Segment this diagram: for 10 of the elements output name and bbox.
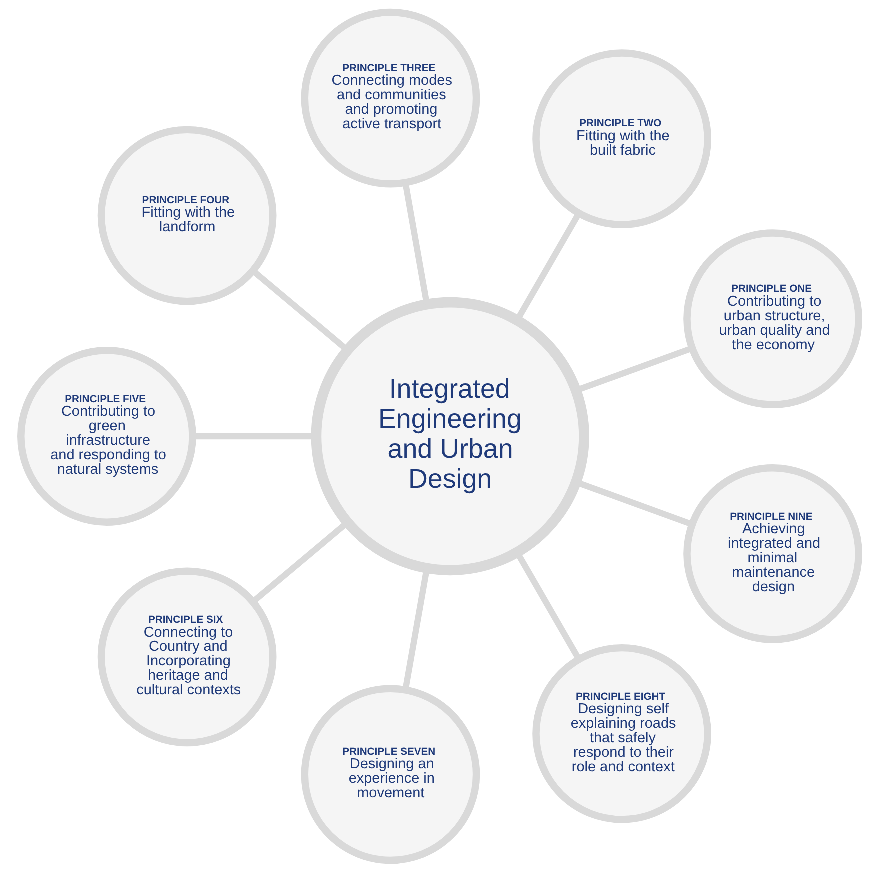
node-circle: PRINCIPLE TWO Fitting with the built fabric	[532, 50, 712, 229]
node-circle: Integrated Engineering and Urban Design	[311, 297, 590, 576]
node-circle: PRINCIPLE SEVEN Designing an experience in movement	[301, 685, 480, 864]
node-circle: PRINCIPLE SIX Connecting to Country and Incorporating heritage and cultural contexts	[98, 568, 277, 747]
node-circle: PRINCIPLE FIVE Contributing to green infrastructure and responding to natural systems	[18, 347, 196, 526]
node-circle: PRINCIPLE ONE Contributing to urban structure, urban quality and the economy	[684, 230, 862, 408]
node-circle: PRINCIPLE THREE Connecting modes and communities and promoting active transport	[301, 8, 480, 188]
node-circle: PRINCIPLE FOUR Fitting with the landform	[98, 126, 277, 306]
node-circle: PRINCIPLE NINE Achieving integrated and minimal maintenance design	[684, 464, 862, 644]
node-circle: PRINCIPLE EIGHT Designing self explaining roads that safely respond to their role and context	[532, 644, 712, 824]
